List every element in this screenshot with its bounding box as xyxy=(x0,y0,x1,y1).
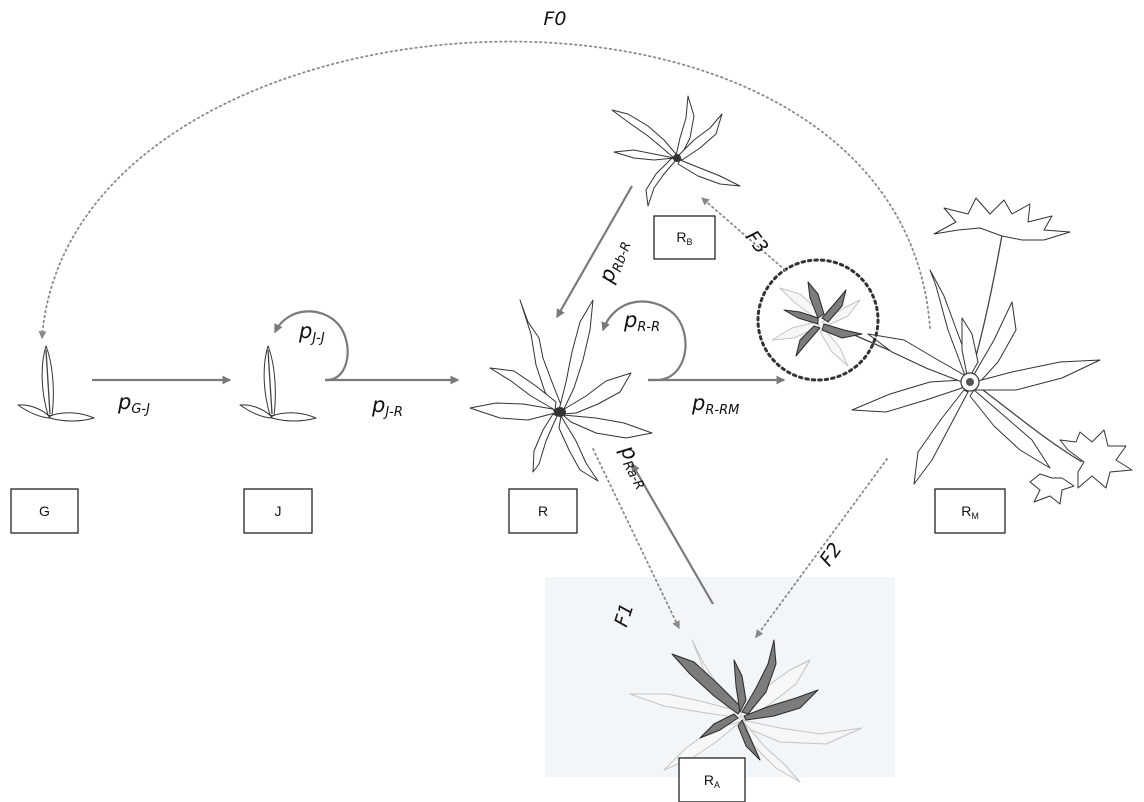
mature-rosette-rm-illustration xyxy=(851,197,1133,505)
svg-text:RA: RA xyxy=(704,772,720,790)
label-p-ra-r: pRa-R xyxy=(612,440,657,492)
browsed-rosette-rb-illustration xyxy=(611,95,741,207)
svg-text:RM: RM xyxy=(961,503,979,521)
stage-box-ra: RA xyxy=(678,757,746,802)
label-p-j-r: pJ-R xyxy=(371,393,403,420)
offspring-rosette-illustration xyxy=(771,281,863,367)
stage-box-j: J xyxy=(243,488,313,534)
label-p-j-j: pJ-J xyxy=(298,319,325,346)
arrow-rb-to-r xyxy=(556,185,633,319)
f2-arrow xyxy=(755,458,888,638)
stage-box-rm: RM xyxy=(934,488,1006,534)
loop-j-j xyxy=(274,310,349,382)
stage-box-rb: RB xyxy=(653,215,716,260)
label-f2: F2 xyxy=(815,539,846,570)
stage-box-r: R xyxy=(508,488,578,534)
offspring-highlight-circle xyxy=(756,258,880,382)
f0-arrow xyxy=(38,40,931,340)
label-p-g-j: pG-J xyxy=(117,390,150,417)
juvenile-j-illustration xyxy=(239,345,317,422)
label-f0: F0 xyxy=(543,8,566,30)
seedling-g-illustration xyxy=(17,345,95,422)
f3-arrow xyxy=(701,197,786,271)
svg-text:R: R xyxy=(538,503,548,519)
svg-text:G: G xyxy=(39,503,50,519)
stage-box-g: G xyxy=(10,488,79,534)
ra-shaded-background xyxy=(545,577,895,777)
label-p-r-rm: pR-RM xyxy=(691,391,739,418)
loop-r-r xyxy=(601,300,687,382)
label-f3: F3 xyxy=(741,226,773,258)
svg-text:J: J xyxy=(275,503,282,519)
arrow-ra-to-r xyxy=(631,462,714,605)
f1-arrow xyxy=(592,448,680,630)
label-p-r-r: pR-R xyxy=(623,308,660,335)
rosette-r-illustration xyxy=(469,299,653,482)
svg-text:RB: RB xyxy=(676,229,692,247)
aphid-rosette-ra-illustration xyxy=(629,639,863,783)
